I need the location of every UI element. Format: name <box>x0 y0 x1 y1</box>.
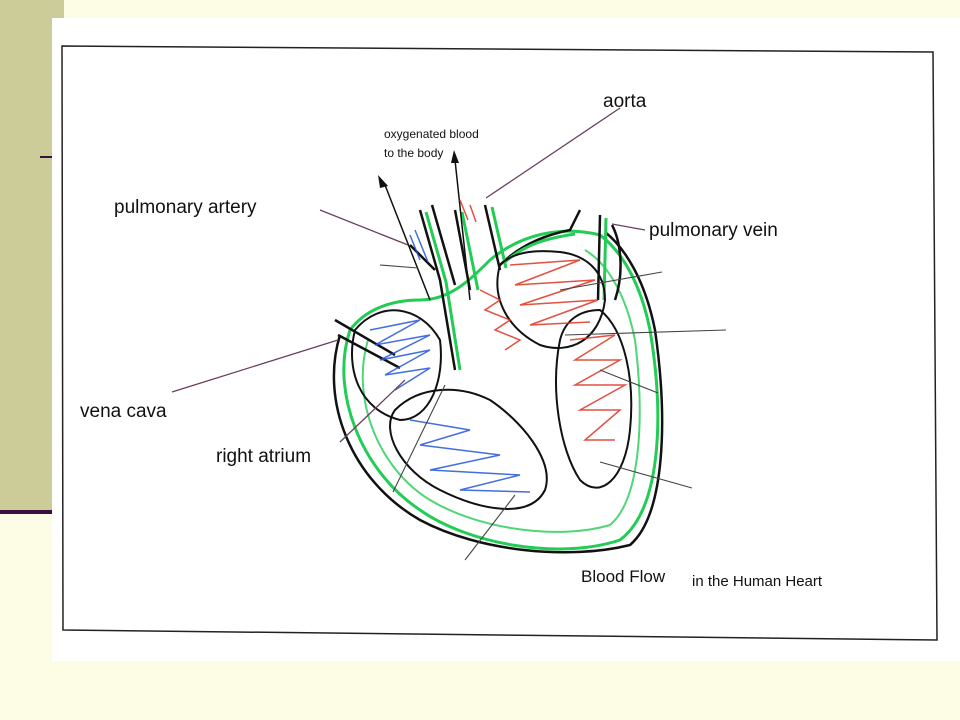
right-ventricle-chamber <box>389 388 548 510</box>
unlabeled-pointers <box>379 264 727 561</box>
slide-accent-rule <box>0 510 64 514</box>
diagram-frame <box>61 45 938 641</box>
flow-arrow-left <box>384 184 431 301</box>
heart-outline <box>332 231 664 554</box>
deoxygenated-blood-scribble <box>369 229 531 493</box>
leader-pulmonary-vein <box>611 223 646 231</box>
label-aorta: aorta <box>603 91 647 112</box>
label-oxygenated-line2: to the body <box>384 146 443 160</box>
left-atrium-chamber <box>496 250 607 349</box>
leader-aorta <box>485 107 621 199</box>
vena-cava-vessel <box>334 318 401 370</box>
caption-human-heart: in the Human Heart <box>692 573 823 590</box>
scanned-paper <box>52 18 960 661</box>
left-ventricle-chamber <box>555 308 633 489</box>
leader-right-atrium <box>339 379 406 443</box>
leader-lines <box>171 107 646 443</box>
label-vena-cava: vena cava <box>80 401 167 422</box>
right-atrium-chamber <box>351 309 442 422</box>
heart-inner-wall-green <box>361 249 641 533</box>
pulmonary-vein-vessel <box>596 214 622 301</box>
aorta-vessel-green <box>460 206 576 291</box>
pulmonary-artery-vessel <box>409 204 457 371</box>
label-pulmonary-vein: pulmonary vein <box>649 220 778 241</box>
label-pulmonary-artery: pulmonary artery <box>114 197 257 218</box>
leader-pulmonary-artery <box>319 209 409 246</box>
leader-vena-cava <box>171 339 339 393</box>
oxygenated-blood-scribble <box>459 199 628 441</box>
label-oxygenated-line1: oxygenated blood <box>384 127 479 141</box>
flow-arrow-left-head <box>378 175 388 188</box>
flow-arrow-body-head <box>451 150 459 163</box>
flow-arrow-body <box>454 159 471 301</box>
caption-blood-flow: Blood Flow <box>581 567 666 586</box>
label-right-atrium: right atrium <box>216 446 311 467</box>
pulmonary-artery-green <box>424 211 462 371</box>
heart-outer-wall-green <box>342 229 660 551</box>
